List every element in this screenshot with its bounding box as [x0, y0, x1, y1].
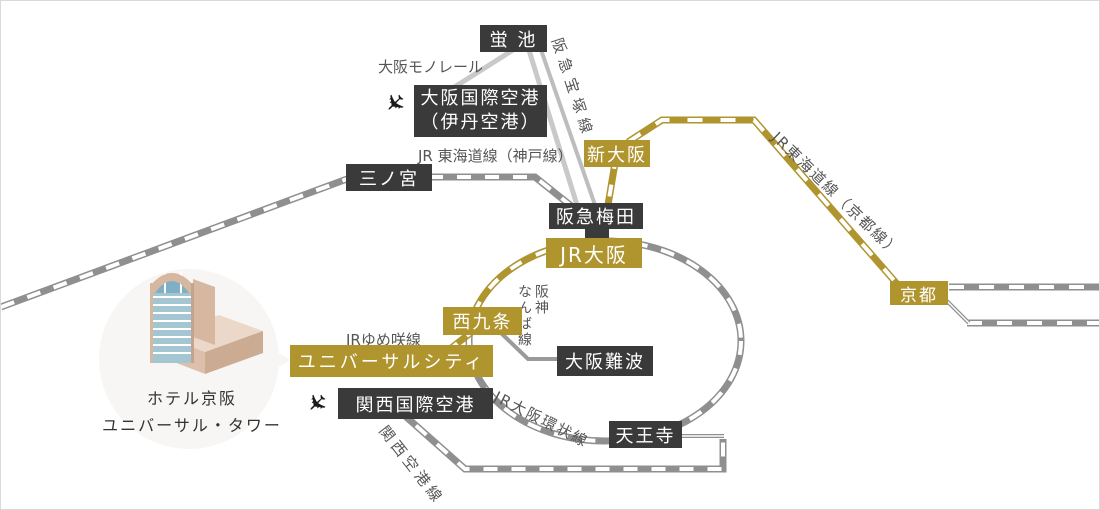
station-jr-osaka: JR大阪 [546, 238, 642, 268]
hotel-building-icon [150, 271, 263, 374]
kyoto-east-lines [945, 283, 1099, 327]
label-hanshin-namba-part1: 阪神 [533, 284, 549, 316]
station-tennoji: 天王寺 [609, 421, 682, 448]
station-nishikujo: 西九条 [443, 307, 522, 335]
hanshin-namba-line [499, 331, 559, 361]
kansai-airport-rail [392, 404, 727, 473]
takarazuka-line [525, 46, 580, 206]
monorail-line [451, 47, 515, 91]
takarazuka-line-2 [538, 46, 597, 206]
umeda-osaka-connector [585, 229, 609, 238]
station-hankyu-umeda: 阪急梅田 [549, 203, 643, 229]
hotel-bubble-pointer [272, 350, 291, 370]
station-itami-line1: 大阪国際空港 [420, 88, 541, 109]
station-hotarugaike: 蛍 池 [480, 25, 547, 52]
jr-kobe-line [1, 173, 578, 311]
station-osaka-namba: 大阪難波 [557, 346, 653, 376]
station-kansai-airport: 関西国際空港 [338, 388, 493, 419]
label-jr-yumesaki: JRゆめ咲線 [346, 331, 421, 349]
station-itami-airport: 大阪国際空港 （伊丹空港） [414, 85, 547, 137]
label-jr-tokaido-kobe: JR 東海道線（神戸線） [418, 147, 573, 165]
station-universal-city: ユニバーサルシティ [290, 345, 493, 377]
label-osaka-monorail: 大阪モノレール [378, 58, 484, 76]
hotel-name: ホテル京阪 ユニバーサル・タワー [89, 385, 295, 439]
station-shin-osaka: 新大阪 [584, 140, 650, 167]
station-kyoto: 京都 [890, 281, 948, 306]
hotel-name-line2: ユニバーサル・タワー [102, 416, 282, 435]
station-itami-line2: （伊丹空港） [420, 112, 541, 133]
hotel-name-line1: ホテル京阪 [146, 389, 237, 408]
station-sannomiya: 三ノ宮 [346, 164, 432, 191]
